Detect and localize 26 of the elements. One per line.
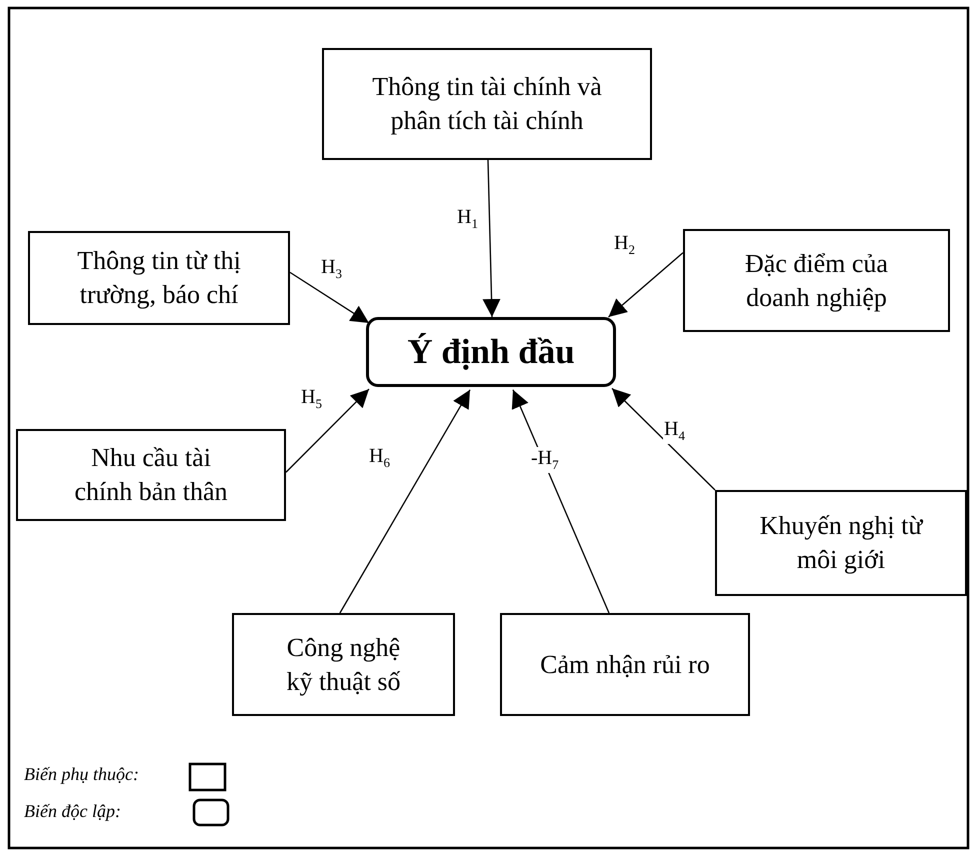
node-text: Khuyến nghị từ môi giới xyxy=(758,510,924,576)
node-text: Cảm nhận rủi ro xyxy=(540,648,710,681)
process-box xyxy=(16,429,286,521)
node-text: Nhu cầu tài chính bản thân xyxy=(73,442,229,508)
node-text: Công nghệ kỹ thuật số xyxy=(285,632,402,698)
arrow xyxy=(608,252,684,318)
process-box xyxy=(715,490,967,596)
process-box xyxy=(232,613,455,716)
node-text: Thông tin từ thị trường, báo chí xyxy=(76,245,242,311)
node-text: Thông tin tài chính và phân tích tài chính xyxy=(371,71,603,137)
arrow xyxy=(482,160,501,318)
legend-text: Biến phụ thuộc: xyxy=(24,764,139,785)
arrow xyxy=(339,389,471,614)
arrow xyxy=(286,388,370,473)
legend-text: Biến độc lập: xyxy=(24,801,121,822)
arrow xyxy=(512,390,610,614)
process-box xyxy=(28,231,290,325)
rounded-box xyxy=(366,317,616,387)
node-text: Đặc điểm của doanh nghiệp xyxy=(744,248,889,314)
process-box xyxy=(322,48,652,160)
process-box xyxy=(683,229,950,332)
node-text: Ý định đầu xyxy=(407,331,575,374)
arrow xyxy=(612,388,716,490)
process-box xyxy=(500,613,750,716)
edge-label: -H$_{7}$ xyxy=(530,447,560,473)
arrow xyxy=(290,272,370,324)
